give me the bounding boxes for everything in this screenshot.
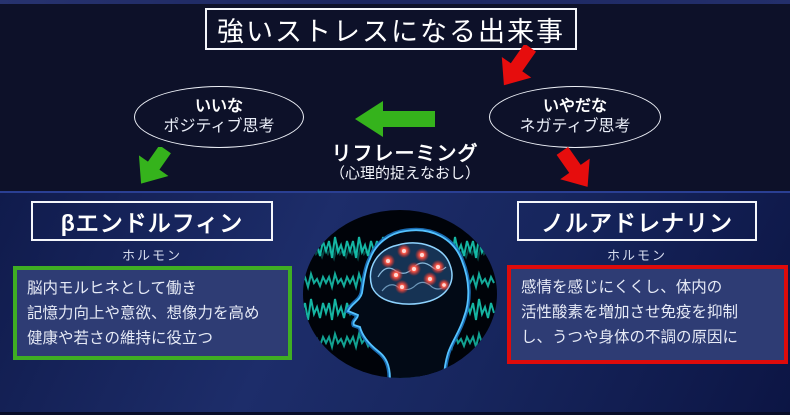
negative-thought-ellipse: いやだな ネガティブ思考 xyxy=(489,86,661,148)
endorphin-type-label: ホルモン xyxy=(121,248,182,263)
arrow-left-green-icon xyxy=(355,101,435,137)
reframing-subtitle: （心理的捉えなおし） xyxy=(329,165,480,182)
reframing-title: リフレーミング xyxy=(331,143,479,165)
arrow-down-left-red-icon xyxy=(501,45,537,86)
endorphin-title: βエンドルフィン xyxy=(60,210,244,236)
positive-thought-ellipse: いいな ポジティブ思考 xyxy=(134,86,304,148)
endorphin-title-box: βエンドルフィン xyxy=(31,201,273,241)
positive-thought-line1: いいな xyxy=(194,98,243,115)
negative-thought-line1: いやだな xyxy=(542,98,607,115)
noradrenaline-title: ノルアドレナリン xyxy=(541,210,733,236)
brain-eeg-image xyxy=(303,210,497,378)
arrow-down-right-red-icon xyxy=(556,146,590,187)
noradrenaline-description-box: 感情を感じにくくし、体内の 活性酸素を増加させ免疫を抑制 し、うつや身体の不調の… xyxy=(507,265,788,364)
stress-event-label: 強いストレスになる出来事 xyxy=(217,16,565,48)
stress-event-box: 強いストレスになる出来事 xyxy=(205,8,577,50)
neuron-dots xyxy=(381,244,450,294)
endorphin-description-box: 脳内モルヒネとして働き 記憶力向上や意欲、想像力を高め 健康や若さの維持に役立つ xyxy=(13,266,292,360)
noradrenaline-title-box: ノルアドレナリン xyxy=(517,201,757,241)
bottom-edge-strip xyxy=(0,412,790,415)
top-edge-strip xyxy=(0,0,790,4)
negative-thought-line2: ネガティブ思考 xyxy=(519,118,631,135)
arrow-down-left-green-icon xyxy=(138,147,171,184)
noradrenaline-type-label: ホルモン xyxy=(606,248,667,263)
positive-thought-line2: ポジティブ思考 xyxy=(163,118,275,135)
